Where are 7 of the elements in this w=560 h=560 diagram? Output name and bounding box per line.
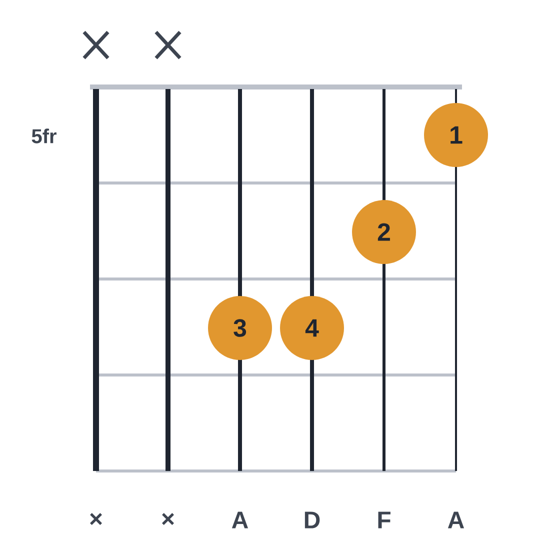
string-note: × xyxy=(162,513,174,526)
fret-number: 5fr xyxy=(32,128,56,144)
string-note: A xyxy=(448,512,464,528)
string-note: D xyxy=(304,512,320,528)
string-note: F xyxy=(378,512,390,528)
string-note: × xyxy=(90,513,102,526)
string-note: A xyxy=(232,512,248,528)
